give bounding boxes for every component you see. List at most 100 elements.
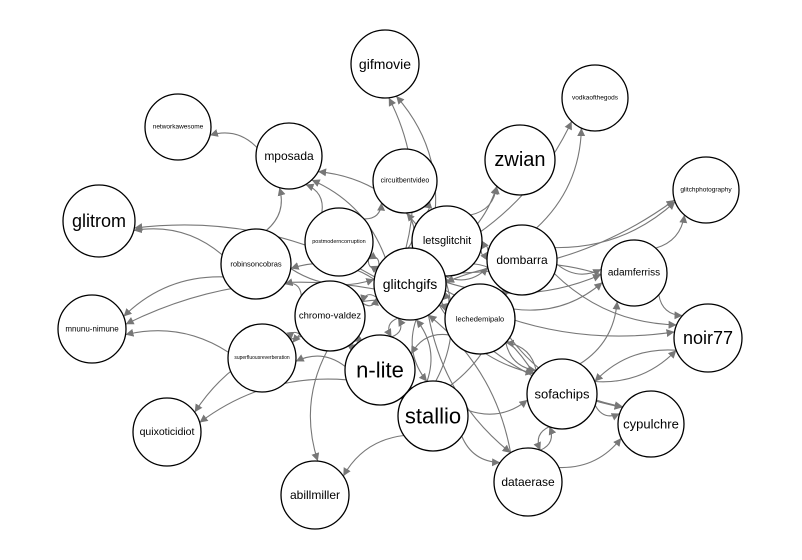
node-glitrom[interactable]: glitrom bbox=[62, 184, 136, 258]
edge-sofachips-to-dataerase bbox=[533, 426, 550, 451]
node-circle bbox=[62, 184, 136, 258]
edge-stallio-to-abillmiller bbox=[342, 434, 404, 477]
node-circle bbox=[617, 390, 685, 458]
node-circle bbox=[373, 247, 447, 321]
edge-mposada-to-networkawesome bbox=[209, 129, 258, 149]
edge-stallio-to-glitchgifs bbox=[415, 319, 432, 382]
node-circle bbox=[526, 358, 598, 430]
node-label: glitrom bbox=[72, 211, 126, 231]
node-circle bbox=[304, 207, 374, 277]
node-stallio[interactable]: stallio bbox=[397, 380, 469, 452]
node-robinsoncobras[interactable]: robinsoncobras bbox=[220, 228, 292, 300]
node-label: letsglitchit bbox=[423, 235, 471, 247]
node-circle bbox=[350, 29, 420, 99]
node-quixoticidiot[interactable]: quixoticidiot bbox=[132, 397, 202, 467]
node-circle bbox=[484, 124, 556, 196]
node-layer: gifmovie vodkaofthegods networkawesome mpos… bbox=[57, 29, 743, 530]
node-chromo-valdez[interactable]: chromo-valdez bbox=[294, 280, 366, 352]
node-circle bbox=[220, 228, 292, 300]
node-label: adamferriss bbox=[608, 268, 660, 279]
node-postmoderncorruption[interactable]: postmoderncorruption bbox=[304, 207, 374, 277]
node-circle bbox=[294, 280, 366, 352]
edge-dataerase-to-sofachips bbox=[540, 426, 557, 451]
edge-postmoderncorruption-to-glitchgifs bbox=[367, 259, 380, 274]
edge-chromo-valdez-to-glitchgifs bbox=[362, 297, 379, 307]
edge-dombarra-to-vodkaofthegods bbox=[536, 128, 586, 229]
node-circle bbox=[132, 397, 202, 467]
node-label: superfluousreverberation bbox=[234, 355, 290, 361]
edge-dombarra-to-adamferriss bbox=[556, 263, 602, 277]
node-circle bbox=[372, 148, 438, 214]
node-dombarra[interactable]: dombarra bbox=[486, 224, 558, 296]
edge-letsglitchit-to-zwian bbox=[470, 185, 500, 216]
edge-postmoderncorruption-to-mposada bbox=[305, 183, 323, 213]
node-mnunu-nimune[interactable]: mnunu-nimune bbox=[57, 294, 127, 364]
node-circle bbox=[486, 224, 558, 296]
node-circle bbox=[144, 93, 212, 161]
node-label: sofachips bbox=[535, 387, 590, 402]
edge-lechedemipalo-to-n-lite bbox=[410, 333, 449, 355]
node-networkawesome[interactable]: networkawesome bbox=[144, 93, 212, 161]
edge-sofachips-to-cypulchre bbox=[594, 404, 620, 421]
node-n-lite[interactable]: n-lite bbox=[344, 334, 416, 406]
node-circle bbox=[227, 323, 297, 393]
node-vodkaofthegods[interactable]: vodkaofthegods bbox=[561, 64, 629, 132]
node-gifmovie[interactable]: gifmovie bbox=[350, 29, 420, 99]
edge-adamferriss-to-noir77 bbox=[658, 294, 683, 320]
edge-glitchgifs-to-glitchphotography bbox=[444, 199, 675, 274]
node-label: dataerase bbox=[501, 475, 555, 489]
node-label: zwian bbox=[494, 149, 545, 171]
node-label: dombarra bbox=[496, 253, 548, 267]
edge-chromo-valdez-to-superfluousreverberation bbox=[286, 331, 301, 341]
edge-chromo-valdez-to-robinsoncobras bbox=[284, 278, 302, 296]
node-label: glitchphotography bbox=[680, 187, 732, 194]
node-label: stallio bbox=[405, 404, 461, 429]
edge-robinsoncobras-to-mnunu-nimune bbox=[123, 276, 224, 317]
edge-adamferriss-to-glitchphotography bbox=[655, 214, 688, 249]
node-noir77[interactable]: noir77 bbox=[673, 303, 743, 373]
node-sofachips[interactable]: sofachips bbox=[526, 358, 598, 430]
edge-glitchgifs-to-n-lite bbox=[384, 317, 399, 338]
node-abillmiller[interactable]: abillmiller bbox=[280, 460, 350, 530]
edge-n-lite-to-superfluousreverberation bbox=[295, 354, 346, 367]
edge-dombarra-to-glitchphotography bbox=[554, 201, 676, 249]
edge-superfluousreverberation-to-mnunu-nimune bbox=[125, 328, 229, 353]
edge-lechedemipalo-to-adamferriss bbox=[513, 281, 603, 311]
node-circle bbox=[397, 380, 469, 452]
node-circuitbentvideo[interactable]: circuitbentvideo bbox=[372, 148, 438, 214]
edge-stallio-to-dataerase bbox=[461, 435, 501, 467]
node-circle bbox=[444, 283, 516, 355]
node-circle bbox=[561, 64, 629, 132]
edge-robinsoncobras-to-mposada bbox=[265, 187, 286, 231]
edge-noir77-to-sofachips bbox=[594, 349, 677, 382]
edge-sofachips-to-adamferriss bbox=[579, 301, 621, 365]
node-lechedemipalo[interactable]: lechedemipalo bbox=[444, 283, 516, 355]
node-mposada[interactable]: mposada bbox=[255, 122, 323, 190]
node-cypulchre[interactable]: cypulchre bbox=[617, 390, 685, 458]
node-zwian[interactable]: zwian bbox=[484, 124, 556, 196]
node-glitchphotography[interactable]: glitchphotography bbox=[672, 156, 740, 224]
node-circle bbox=[255, 122, 323, 190]
edge-letsglitchit-to-mposada bbox=[318, 168, 417, 225]
node-label: noir77 bbox=[683, 328, 733, 348]
edge-dataerase-to-glitchgifs bbox=[428, 314, 512, 453]
node-dataerase[interactable]: dataerase bbox=[493, 447, 563, 517]
node-circle bbox=[280, 460, 350, 530]
node-adamferriss[interactable]: adamferriss bbox=[600, 239, 668, 307]
edge-robinsoncobras-to-glitrom bbox=[133, 225, 223, 256]
node-label: gifmovie bbox=[359, 56, 411, 72]
node-superfluousreverberation[interactable]: superfluousreverberation bbox=[227, 323, 297, 393]
node-label: postmoderncorruption bbox=[312, 239, 366, 245]
node-label: mposada bbox=[264, 149, 314, 163]
node-label: vodkaofthegods bbox=[572, 95, 619, 102]
node-label: glitchgifs bbox=[383, 276, 437, 292]
node-label: mnunu-nimune bbox=[65, 325, 119, 334]
node-circle bbox=[493, 447, 563, 517]
node-circle bbox=[673, 303, 743, 373]
edge-chromo-valdez-to-abillmiller bbox=[309, 350, 328, 462]
edge-n-lite-to-glitchgifs bbox=[391, 317, 406, 338]
node-glitchgifs[interactable]: glitchgifs bbox=[373, 247, 447, 321]
edge-sofachips-to-noir77 bbox=[594, 349, 677, 383]
edge-postmoderncorruption-to-circuitbentvideo bbox=[363, 202, 386, 220]
